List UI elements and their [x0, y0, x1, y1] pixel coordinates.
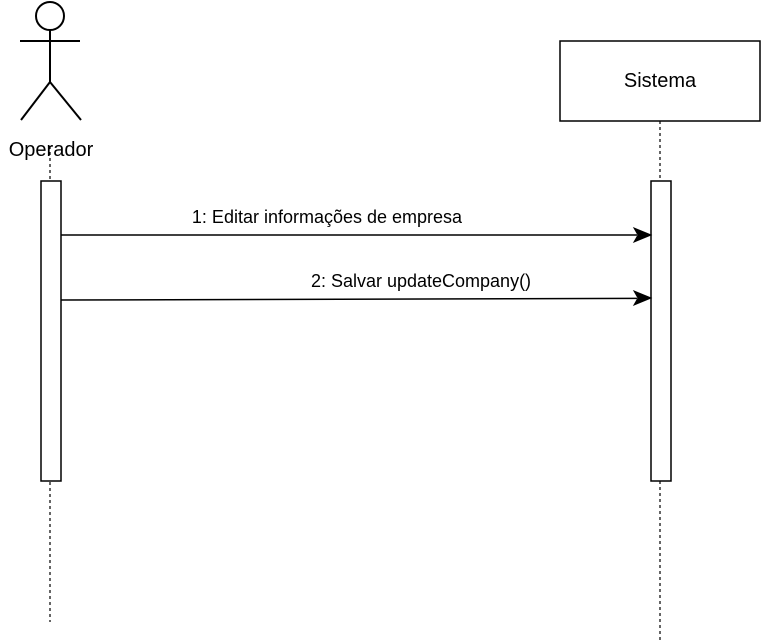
message-1-arrowhead [632, 226, 653, 244]
message-1-label: 1: Editar informações de empresa [192, 207, 463, 227]
sistema-activation-bar[interactable] [650, 180, 672, 482]
actor-right-leg [49, 81, 82, 121]
operador-label: Operador [9, 139, 94, 161]
operador-activation-bar[interactable] [40, 180, 62, 482]
message-2-arrowhead [632, 289, 653, 307]
operador-actor-icon[interactable] [20, 1, 82, 121]
message-2-label: 2: Salvar updateCompany() [311, 271, 531, 291]
sistema-box[interactable] [559, 40, 761, 122]
actor-left-leg [20, 81, 51, 121]
actor-head [35, 1, 65, 31]
message-2-arrow[interactable] [60, 297, 638, 301]
sistema-label: Sistema [624, 70, 697, 92]
